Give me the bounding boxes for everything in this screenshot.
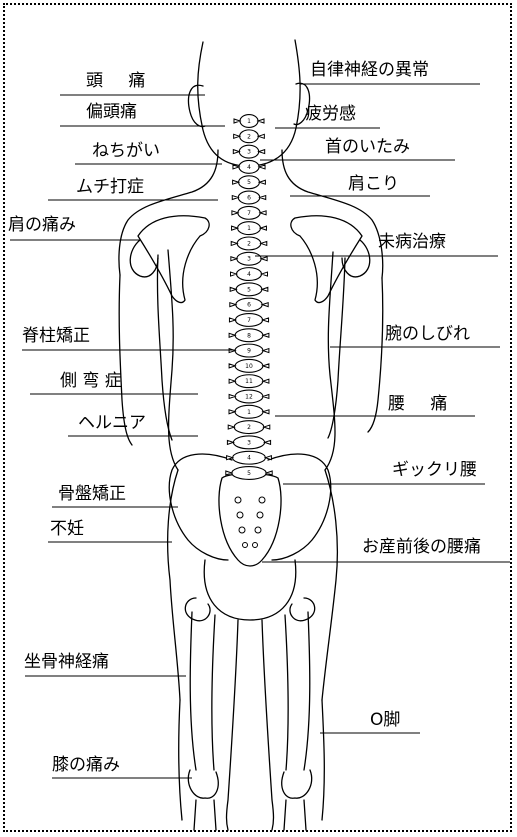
vertebra: 5: [233, 176, 266, 189]
left-leg-outer: [179, 700, 182, 820]
vertebra-number: 2: [247, 240, 251, 247]
vertebra-number: 4: [247, 271, 251, 278]
vertebra-number: 5: [247, 470, 251, 477]
label-pelvis-correction: 骨盤矯正: [58, 484, 126, 504]
vertebra-number: 6: [247, 302, 251, 309]
vertebra: 2: [228, 421, 270, 434]
label-sciatica: 坐骨神経痛: [24, 652, 109, 672]
vertebra-number: 4: [247, 164, 251, 171]
vertebra: 2: [231, 237, 267, 250]
left-tibia: [194, 800, 216, 830]
right-scapula: [291, 216, 362, 303]
label-shoulder-pain: 肩の痛み: [8, 215, 76, 235]
sacrum: [219, 474, 281, 567]
label-pre-disease-care: 未病治療: [378, 232, 446, 252]
label-postpartum-back-pain: お産前後の腰痛: [362, 537, 481, 557]
label-headache: 頭 痛: [86, 71, 155, 91]
vertebra-number: 2: [247, 424, 251, 431]
label-hernia: ヘルニア: [78, 413, 146, 433]
right-leg-outer: [322, 700, 324, 820]
vertebra: 6: [232, 191, 266, 204]
vertebra: 3: [227, 436, 270, 449]
vertebra: 10: [229, 359, 269, 372]
vertebra: 8: [229, 329, 269, 342]
label-spine-correction: 脊柱矯正: [22, 326, 90, 346]
label-scoliosis: 側 弯 症: [60, 371, 122, 391]
vertebra-number: 1: [247, 409, 251, 416]
label-back-pain: 腰 痛: [388, 394, 457, 414]
vertebra-number: 12: [245, 393, 253, 400]
vertebra: 3: [231, 252, 267, 265]
label-stiff-shoulders: 肩こり: [348, 174, 399, 194]
right-arm-outer: [368, 278, 383, 432]
label-strained-back: ギックリ腰: [392, 460, 477, 480]
left-torso-side: [168, 250, 178, 470]
vertebra-number: 11: [245, 378, 253, 385]
vertebra: 6: [230, 298, 268, 311]
vertebra: 2: [234, 130, 265, 143]
label-autonomic-disorder: 自律神経の異常: [310, 60, 429, 80]
label-whiplash: ムチ打症: [76, 177, 144, 197]
label-bow-legs: O脚: [370, 710, 400, 730]
vertebra: 1: [232, 222, 267, 235]
left-leg-inner: [227, 620, 239, 830]
vertebra: 9: [229, 344, 269, 357]
spine: 123456712345678910111212345: [226, 115, 272, 480]
vertebra-number: 9: [247, 348, 251, 355]
left-acetabulum: [185, 598, 210, 621]
vertebra: 7: [232, 206, 266, 219]
vertebra-number: 2: [247, 133, 251, 140]
label-migraine: 偏頭痛: [86, 102, 137, 122]
pelvis-left-ilium: [169, 454, 232, 560]
label-fatigue: 疲労感: [305, 104, 356, 124]
vertebra-number: 5: [247, 179, 251, 186]
left-femur: [190, 612, 196, 770]
right-leg-inner: [262, 620, 274, 830]
vertebra-number: 7: [247, 317, 251, 324]
vertebra-number: 8: [247, 332, 251, 339]
right-tibia: [284, 800, 306, 830]
right-femur: [304, 612, 310, 770]
pelvis-lower-ring: [204, 560, 296, 620]
vertebra: 4: [231, 268, 268, 281]
left-femur-inner: [212, 615, 215, 770]
pelvis-right-ilium: [268, 454, 331, 560]
vertebra-number: 1: [247, 118, 251, 125]
vertebra-number: 7: [247, 210, 251, 217]
vertebra-number: 6: [247, 195, 251, 202]
left-knee: [188, 770, 218, 798]
vertebra: 7: [229, 314, 268, 327]
vertebra: 1: [229, 405, 269, 418]
label-neck-sprain: ねちがい: [92, 141, 160, 161]
right-femur-inner: [285, 615, 288, 770]
right-knee: [282, 770, 312, 798]
label-knee-pain: 膝の痛み: [52, 755, 120, 775]
label-neck-pain: 首のいたみ: [325, 137, 410, 157]
vertebra: 4: [233, 160, 265, 173]
left-hip-outline: [168, 470, 180, 700]
right-hip-outline: [322, 470, 337, 700]
vertebra-number: 1: [247, 225, 251, 232]
vertebra: 3: [233, 145, 264, 158]
right-acetabulum: [290, 598, 315, 621]
sacral-foramina: [235, 497, 265, 548]
label-infertility: 不妊: [50, 519, 84, 539]
vertebra-number: 3: [247, 439, 251, 446]
vertebra-number: 10: [245, 363, 253, 370]
vertebra: 11: [229, 375, 269, 388]
vertebra-number: 5: [247, 286, 251, 293]
vertebra: 4: [227, 451, 272, 464]
left-scapula: [138, 216, 209, 303]
vertebra: 5: [230, 283, 268, 296]
vertebra: 1: [234, 115, 264, 128]
label-arm-numbness: 腕のしびれ: [385, 324, 470, 344]
vertebra: 12: [229, 390, 269, 403]
vertebra-number: 3: [247, 256, 251, 263]
left-ear: [189, 85, 205, 126]
vertebra-number: 4: [247, 455, 251, 462]
vertebra: 5: [226, 467, 272, 480]
vertebra-number: 3: [247, 149, 251, 156]
